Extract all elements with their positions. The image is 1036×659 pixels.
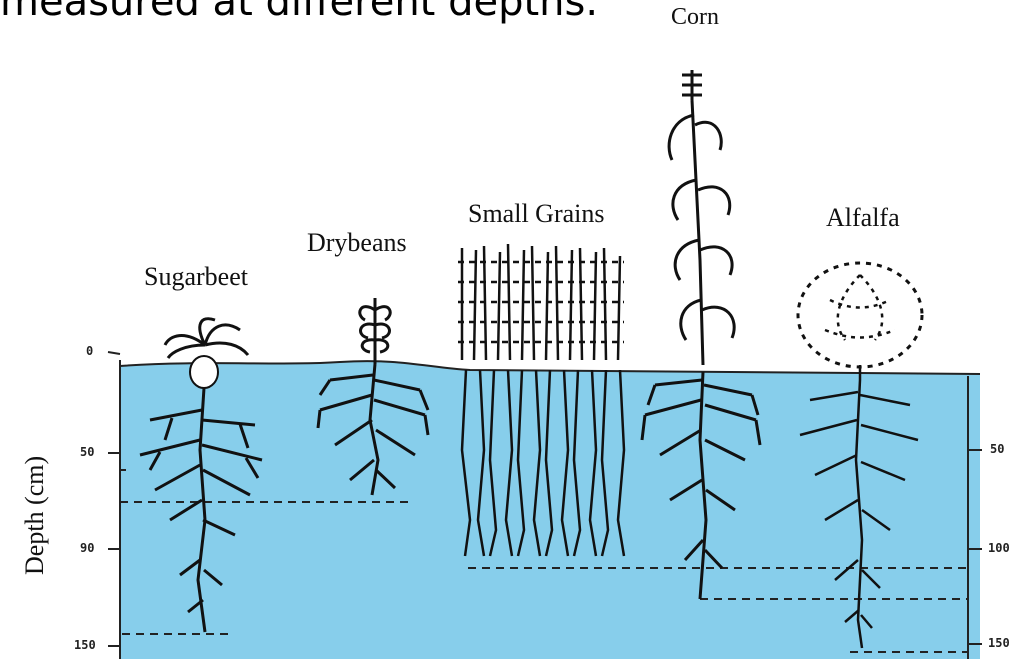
depth-axis-label: Depth (cm) — [20, 456, 50, 575]
sugarbeet-label: Sugarbeet — [144, 262, 248, 292]
corn-label: Corn — [671, 4, 719, 31]
left-tick-90: 90 — [80, 541, 94, 555]
alfalfa-label: Alfalfa — [826, 203, 900, 233]
small-grains-label: Small Grains — [468, 199, 605, 229]
left-tick-0: 0 — [86, 344, 93, 358]
left-tick-50: 50 — [80, 445, 94, 459]
right-tick-50: 50 — [990, 442, 1004, 456]
left-tick-150: 150 — [74, 638, 96, 652]
right-tick-100: 100 — [988, 541, 1010, 555]
drybeans-label: Drybeans — [307, 228, 407, 258]
right-tick-150: 150 — [988, 636, 1010, 650]
